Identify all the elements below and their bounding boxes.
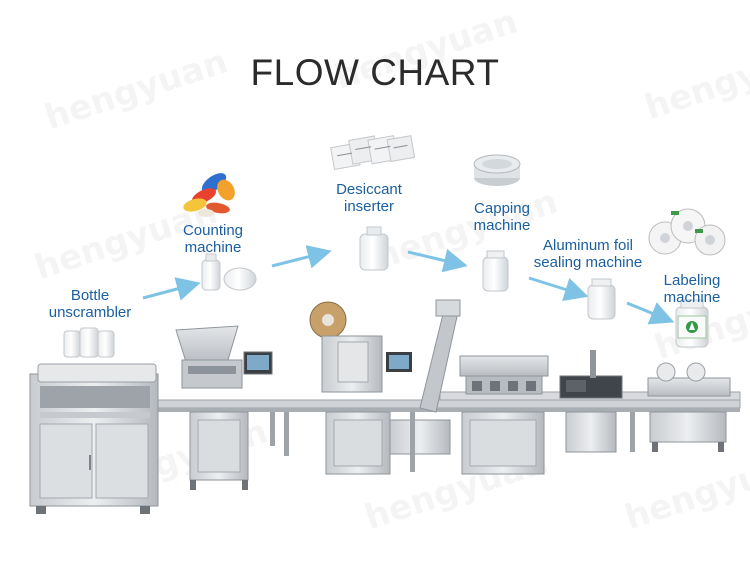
bottle-icon xyxy=(675,299,709,348)
label-rolls-icon xyxy=(648,208,726,256)
bottle-icon xyxy=(482,250,509,292)
step-label-labeling-machine: Labeling machine xyxy=(663,272,721,306)
flow-arrow-icon xyxy=(407,248,468,273)
bottle-cap-icon xyxy=(473,154,521,186)
desiccant-inserter-machine xyxy=(309,301,412,475)
labeling-machine xyxy=(647,362,731,452)
step-label-aluminum-foil-sealing-machine: Aluminum foil sealing machine xyxy=(533,237,643,271)
flow-arrow-icon xyxy=(626,301,675,325)
desiccant-packets-icon xyxy=(330,135,416,171)
flow-arrow-icon xyxy=(142,277,201,301)
step-label-desiccant-inserter: Desiccant inserter xyxy=(336,181,402,215)
aluminum-foil-sealing-machine xyxy=(559,350,623,453)
production-line xyxy=(29,299,741,514)
capping-machine xyxy=(459,355,549,475)
bottle-icon xyxy=(63,327,115,358)
flow-arrow-icon xyxy=(271,245,332,269)
step-label-capping-machine: Capping machine xyxy=(473,200,531,234)
step-label-bottle-unscrambler: Bottle unscrambler xyxy=(48,287,132,321)
bottle-unscrambler-machine xyxy=(29,363,159,514)
counting-machine xyxy=(175,325,273,490)
page-title: FLOW CHART xyxy=(250,52,500,93)
bottle-icon xyxy=(587,278,616,320)
step-label-counting-machine: Counting machine xyxy=(182,222,244,256)
pills-icon xyxy=(183,173,235,217)
cap-elevator xyxy=(389,299,461,455)
bottle-icon xyxy=(201,253,257,291)
bottle-icon xyxy=(359,226,389,271)
flow-arrow-icon xyxy=(528,276,589,301)
